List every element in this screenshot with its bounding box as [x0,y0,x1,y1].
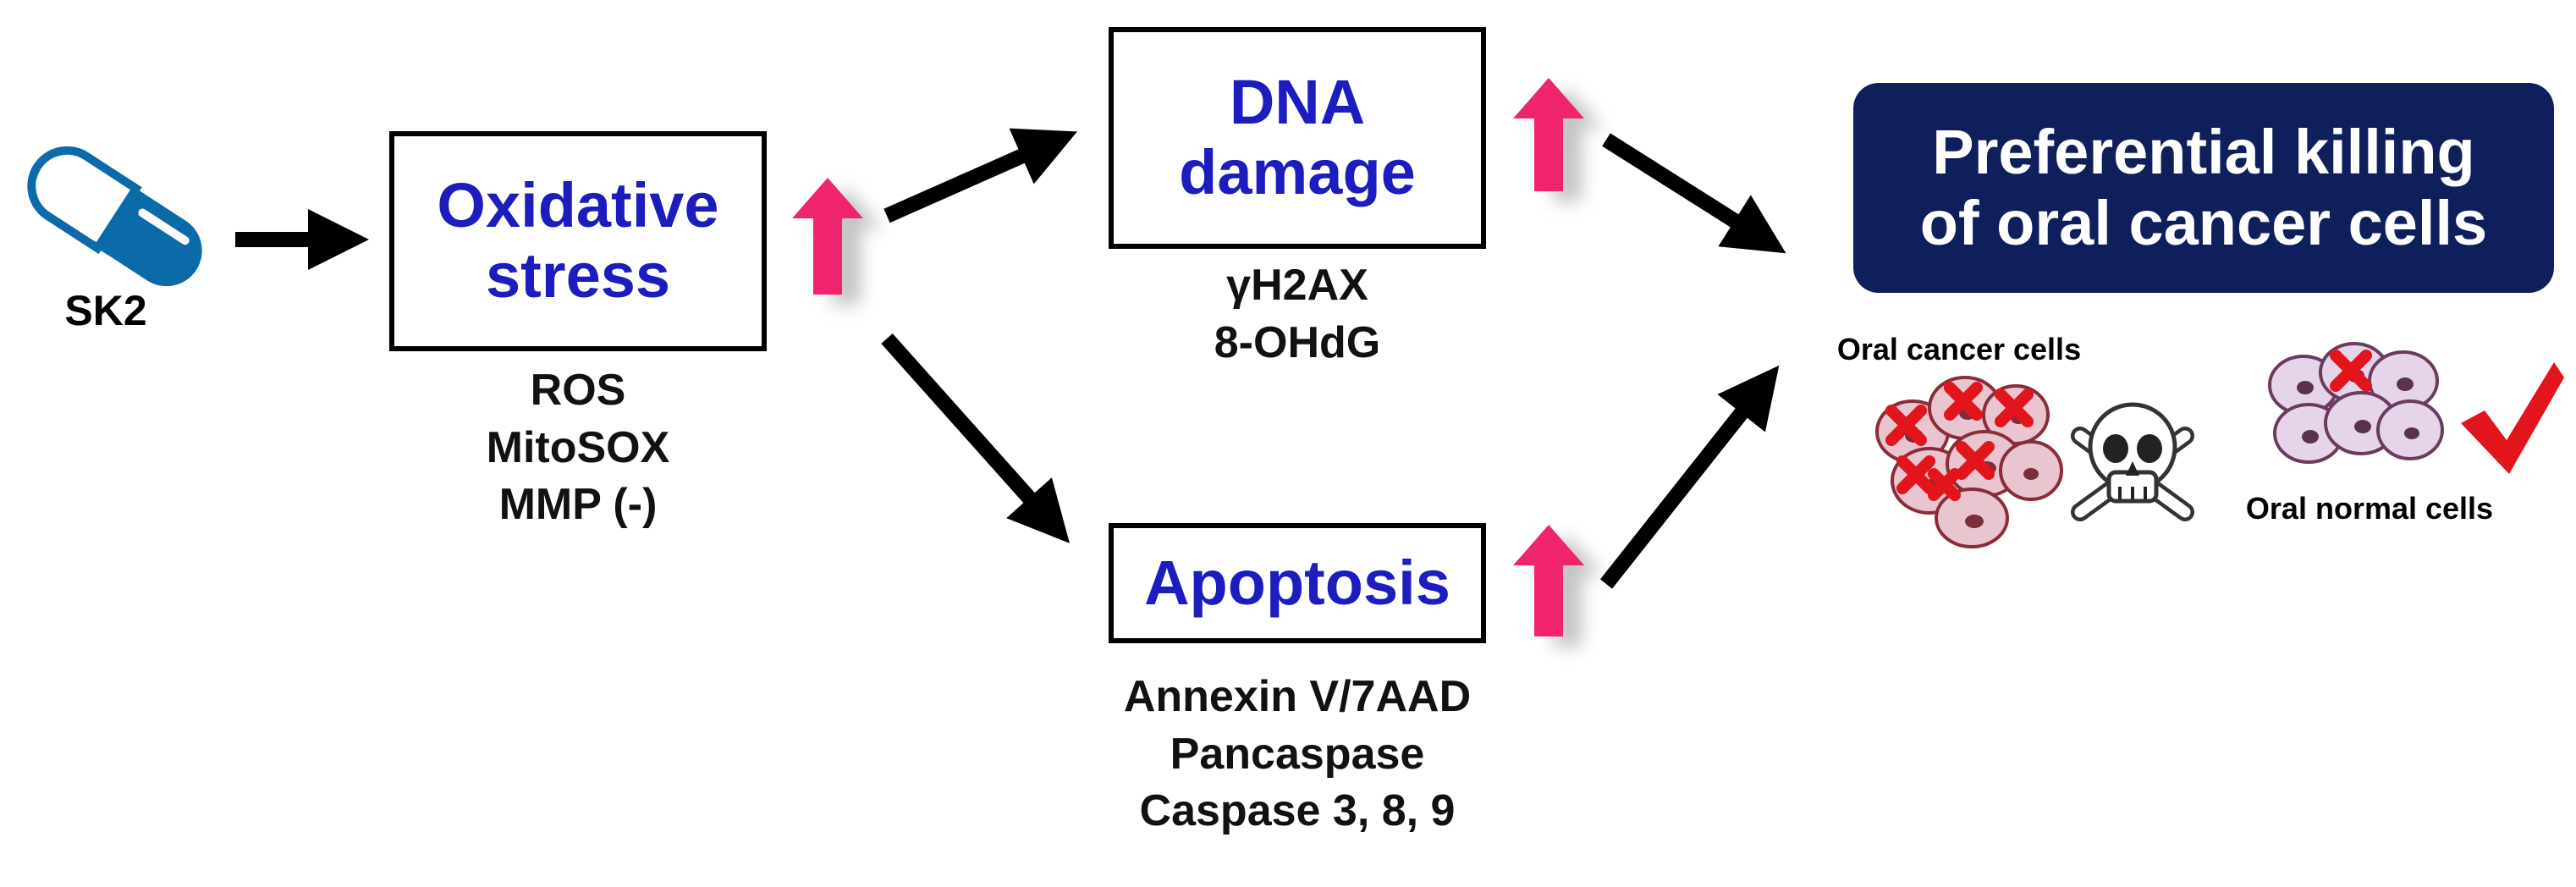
marker-text: MitoSOX [486,422,670,472]
marker-text: Annexin V/7AAD [1123,672,1472,721]
oxidative-stress-title-line2: stress [485,240,671,311]
dna-damage-box: DNA damage [1109,27,1486,249]
capsule-icon [27,146,202,287]
checkmark-icon [2461,362,2564,474]
apoptosis-box: Apoptosis [1109,523,1486,643]
dna-damage-title-line1: DNA [1229,67,1366,138]
apoptosis-title: Apoptosis [1144,547,1450,618]
arrow-oxidative-to-dna [883,128,1077,223]
marker-text: Caspase 3, 8, 9 [1139,786,1456,836]
arrow-dna-to-outcome [1602,133,1786,254]
marker-text: γH2AX [1226,261,1368,310]
marker-text: 8-OHdG [1214,317,1381,367]
marker-text: ROS [530,366,626,415]
oxidative-stress-title-line1: Oxidative [437,170,719,241]
outcome-line1: Preferential killing [1932,117,2475,188]
drug-label: SK2 [64,287,147,334]
dna-damage-title-line2: damage [1179,137,1416,207]
arrow-apoptosis-to-outcome [1599,365,1780,589]
marker-text: Pancaspase [1170,729,1425,779]
red-x-icon [1885,382,2034,501]
arrow-oxidative-to-apoptosis [881,333,1070,543]
up-arrow-icon [792,178,882,305]
up-arrow-icon [1513,78,1603,201]
dna-damage-markers: γH2AX 8-OHdG [1142,257,1452,372]
oral-cancer-cells-label: Oral cancer cells [1836,332,2082,366]
up-arrow-icon [1513,525,1603,647]
oral-normal-cells-label: Oral normal cells [2245,491,2494,526]
outcome-box: Preferential killing of oral cancer cell… [1853,83,2554,293]
red-x-icon [2330,350,2372,392]
apoptosis-markers: Annexin V/7AAD Pancaspase Caspase 3, 8, … [1092,669,1503,840]
oxidative-stress-box: Oxidative stress [389,131,767,351]
oxidative-stress-markers: ROS MitoSOX MMP (-) [423,362,733,534]
skull-crossbones-icon [2071,402,2194,521]
outcome-line2: of oral cancer cells [1919,188,2488,258]
marker-text: MMP (-) [498,480,658,530]
